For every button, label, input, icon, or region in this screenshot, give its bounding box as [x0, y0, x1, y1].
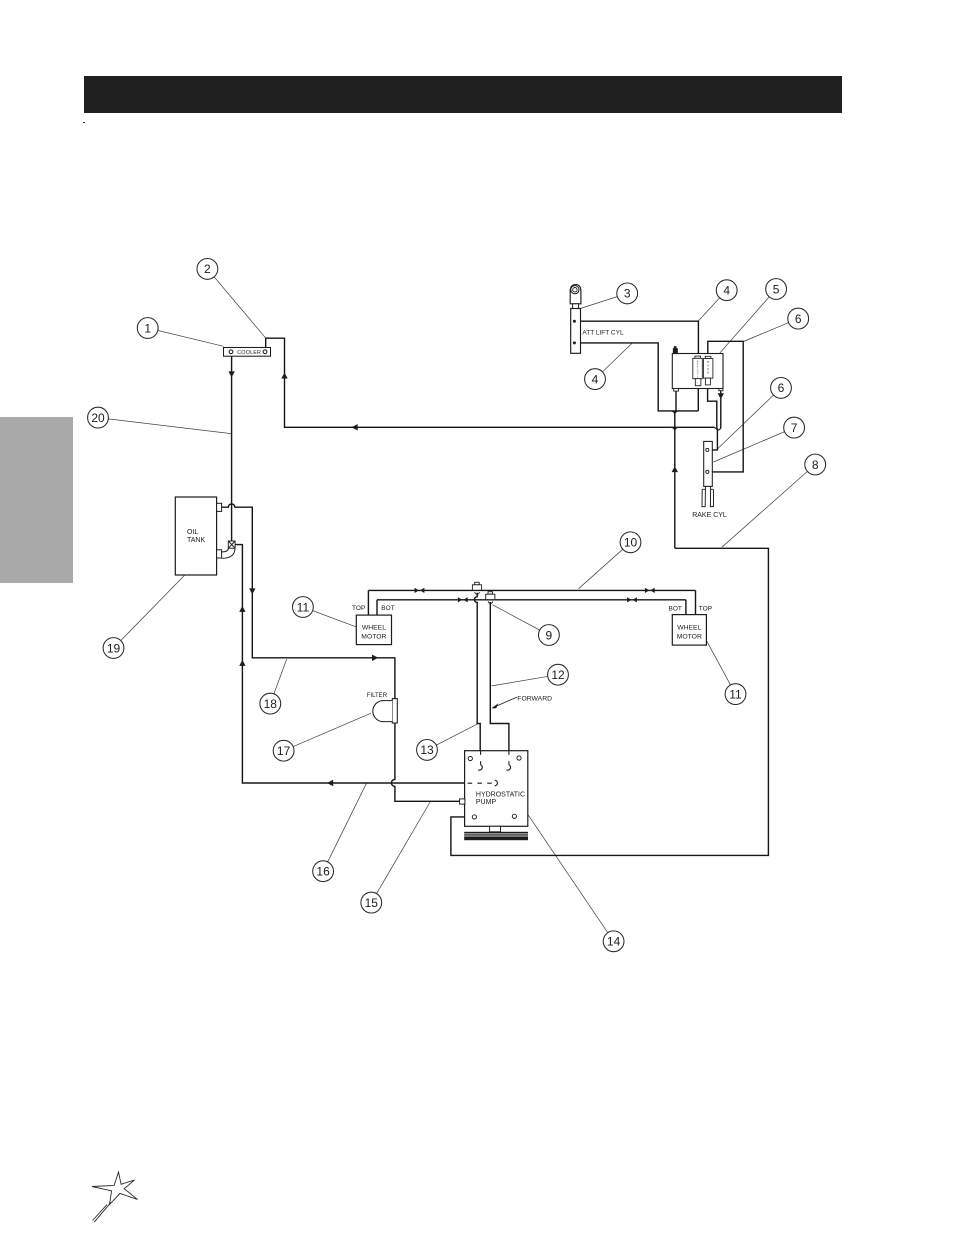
svg-text:12: 12: [551, 668, 565, 682]
svg-text:9: 9: [546, 628, 553, 642]
svg-text:COOLER: COOLER: [237, 350, 261, 356]
svg-text:TOP: TOP: [699, 605, 712, 612]
svg-text:HYDROSTATIC: HYDROSTATIC: [476, 791, 525, 798]
svg-text:14: 14: [607, 935, 621, 949]
svg-text:6: 6: [778, 381, 785, 395]
svg-text:BOT: BOT: [669, 605, 682, 612]
svg-text:WHEEL: WHEEL: [362, 625, 386, 632]
svg-text:15: 15: [365, 896, 379, 910]
svg-text:19: 19: [107, 641, 121, 655]
svg-text:A: A: [707, 364, 709, 368]
svg-text:2: 2: [204, 262, 211, 276]
svg-text:MOTOR: MOTOR: [677, 634, 702, 641]
svg-text:10: 10: [624, 536, 638, 550]
svg-text:13: 13: [420, 743, 434, 757]
svg-text:T: T: [697, 366, 699, 370]
svg-text:OIL: OIL: [187, 529, 198, 536]
svg-text:ATT LIFT CYL: ATT LIFT CYL: [582, 329, 624, 336]
svg-text:11: 11: [297, 600, 310, 614]
svg-text:6: 6: [795, 312, 802, 326]
svg-text:BOT: BOT: [381, 605, 394, 612]
svg-text:C: C: [697, 369, 699, 373]
svg-text:20: 20: [91, 411, 105, 425]
svg-text:5: 5: [773, 282, 780, 296]
svg-text:FORWARD: FORWARD: [517, 696, 552, 703]
svg-text:E: E: [707, 371, 709, 375]
svg-text:PUMP: PUMP: [476, 799, 497, 806]
svg-text:R: R: [707, 360, 709, 364]
svg-text:7: 7: [791, 421, 798, 435]
svg-text:17: 17: [277, 744, 291, 758]
svg-text:L: L: [697, 375, 699, 379]
svg-text:Y: Y: [697, 372, 699, 376]
svg-text:3: 3: [624, 287, 631, 301]
svg-text:16: 16: [316, 865, 330, 879]
svg-text:FILTER: FILTER: [367, 693, 388, 699]
svg-text:TANK: TANK: [187, 537, 205, 544]
svg-text:T: T: [697, 363, 699, 367]
svg-text:K: K: [707, 367, 709, 371]
svg-text:RAKE CYL: RAKE CYL: [692, 512, 727, 519]
svg-text:18: 18: [264, 697, 278, 711]
svg-text:4: 4: [723, 284, 730, 298]
svg-text:8: 8: [812, 458, 819, 472]
svg-text:WHEEL: WHEEL: [677, 625, 701, 632]
svg-text:TOP: TOP: [352, 605, 365, 612]
svg-text:1: 1: [144, 321, 151, 335]
svg-text:MOTOR: MOTOR: [361, 634, 386, 641]
svg-text:4: 4: [592, 372, 599, 386]
svg-text:A: A: [697, 360, 699, 364]
svg-text:11: 11: [729, 687, 742, 701]
